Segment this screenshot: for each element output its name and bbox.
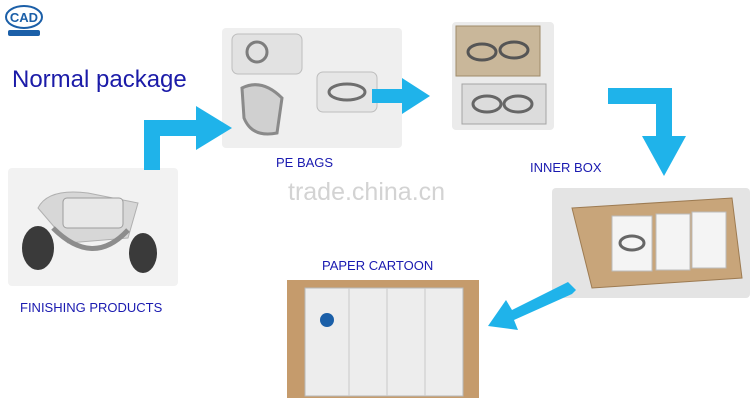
brand-logo: CAD bbox=[5, 5, 43, 36]
finishing-products-photo bbox=[8, 168, 178, 286]
pe-bags-photo bbox=[222, 28, 402, 148]
paper-carton-photo bbox=[287, 280, 479, 398]
watermark: trade.china.cn bbox=[288, 178, 446, 206]
arrow-to-paper-carton bbox=[488, 282, 576, 330]
inner-box-photo bbox=[452, 22, 554, 130]
arrow-to-inner-box bbox=[372, 78, 430, 114]
paper-carton-label: PAPER CARTOON bbox=[322, 258, 434, 273]
inner-box-label: INNER BOX bbox=[530, 160, 602, 175]
pe-bags-label: PE BAGS bbox=[276, 155, 334, 170]
svg-text:CAD: CAD bbox=[10, 10, 38, 25]
finishing-products-label: FINISHING PRODUCTS bbox=[20, 300, 163, 315]
page-title: Normal package bbox=[12, 66, 187, 93]
open-carton-photo bbox=[552, 188, 750, 298]
arrow-to-pe-bags bbox=[144, 106, 232, 170]
arrow-to-open-carton bbox=[608, 88, 686, 176]
